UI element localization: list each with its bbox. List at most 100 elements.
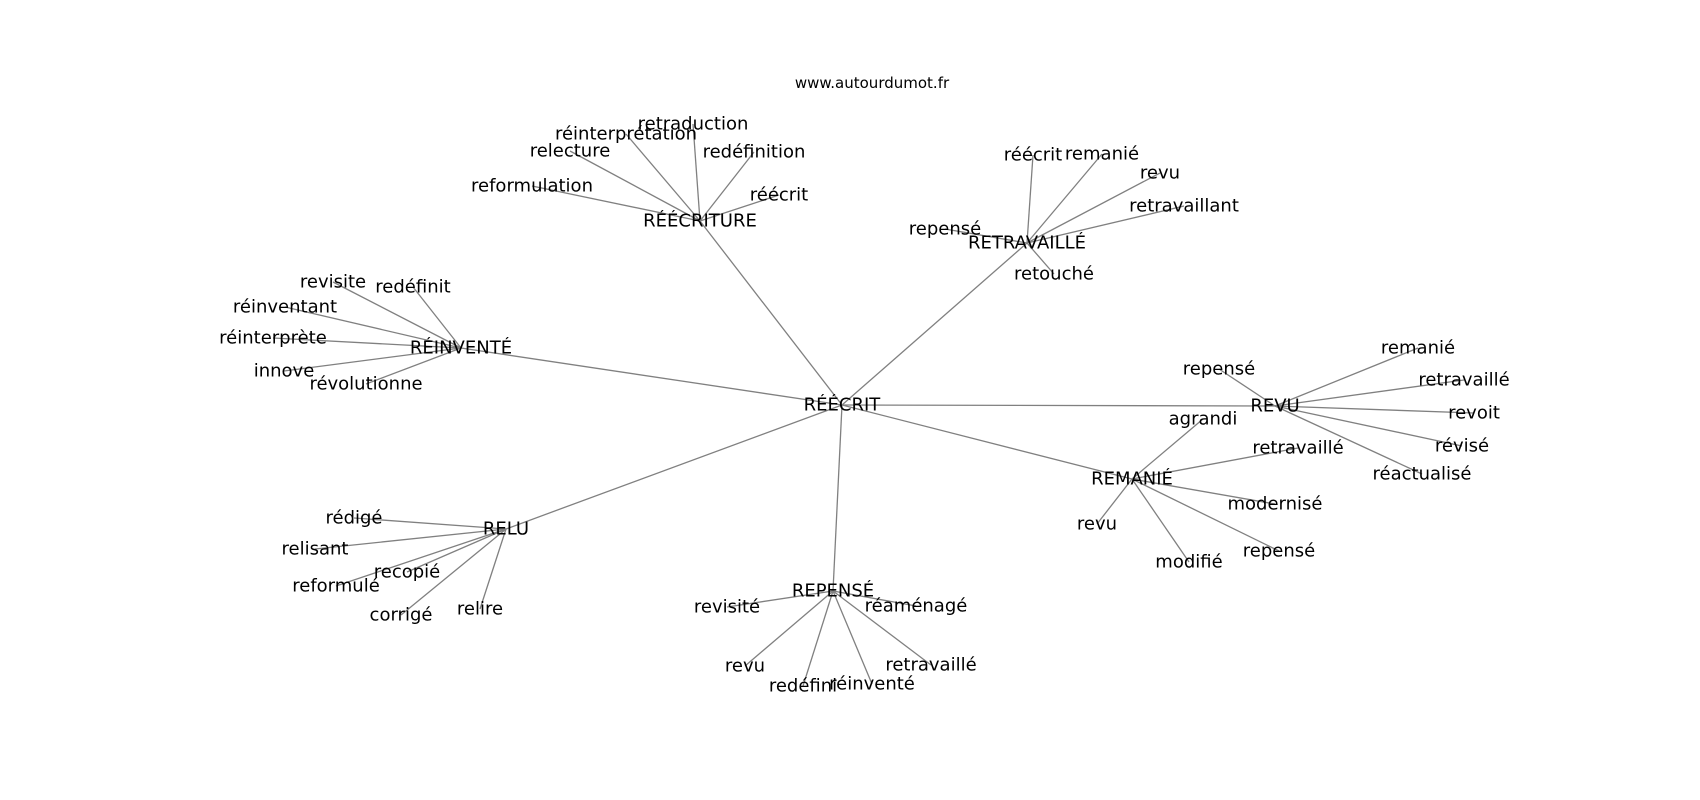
edge-hub-leaf — [1026, 205, 1185, 244]
leaf-node[interactable]: réinventant — [233, 297, 337, 318]
edge-hub-leaf — [1274, 347, 1419, 407]
leaf-node[interactable]: réécrit — [1004, 145, 1063, 166]
leaf-node[interactable]: retouché — [1014, 264, 1094, 285]
edge-hub-leaf — [353, 517, 507, 530]
edge-hub-leaf — [832, 590, 873, 685]
leaf-node[interactable]: redéfinition — [703, 142, 806, 163]
leaf-node[interactable]: modifié — [1155, 552, 1222, 573]
edge-hub-leaf — [272, 337, 462, 349]
leaf-node[interactable]: revoit — [1448, 403, 1500, 424]
leaf-node[interactable]: réactualisé — [1373, 464, 1472, 485]
edge-hub-leaf — [365, 347, 462, 385]
edge-root-hub — [460, 347, 843, 406]
leaf-node[interactable]: relisant — [282, 539, 349, 560]
leaf-node[interactable]: réécrit — [750, 185, 809, 206]
edge-root-hub — [841, 404, 1133, 480]
edge-hub-leaf — [400, 528, 507, 616]
leaf-node[interactable]: repensé — [1183, 359, 1255, 380]
edge-hub-leaf — [1274, 405, 1475, 414]
edge-hub-leaf — [744, 590, 834, 667]
edge-hub-leaf — [699, 151, 755, 222]
leaf-node[interactable]: revisite — [300, 272, 366, 293]
edge-hub-leaf — [625, 133, 701, 222]
leaf-node[interactable]: redéfini — [769, 676, 837, 697]
source-credit: www.autourdumot.fr — [795, 74, 950, 92]
edge-hub-leaf — [283, 347, 462, 372]
leaf-node[interactable]: revu — [725, 656, 765, 677]
edge-hub-leaf — [314, 528, 507, 550]
leaf-node[interactable]: retravaillé — [1252, 438, 1343, 459]
edge-hub-leaf — [1218, 368, 1276, 407]
graph-edges — [272, 123, 1475, 687]
edge-root-hub — [841, 404, 1276, 407]
leaf-node[interactable]: réinterprétation — [555, 124, 697, 145]
leaf-node[interactable]: révisé — [1435, 436, 1489, 457]
edge-hub-leaf — [726, 590, 834, 608]
edge-hub-leaf — [335, 528, 507, 587]
edge-hub-leaf — [284, 306, 462, 349]
edge-hub-leaf — [1131, 418, 1204, 480]
edge-hub-leaf — [531, 185, 701, 222]
edge-hub-leaf — [406, 528, 507, 573]
hub-node[interactable]: REPENSÉ — [792, 580, 874, 602]
leaf-node[interactable]: modernisé — [1228, 494, 1323, 515]
edge-hub-leaf — [1026, 154, 1034, 244]
leaf-node[interactable]: redéfinit — [375, 277, 450, 298]
hub-node[interactable]: REVU — [1250, 396, 1299, 417]
leaf-node[interactable]: révolutionne — [309, 374, 422, 395]
hub-node[interactable]: RÉÉCRITURE — [643, 210, 757, 232]
leaf-node[interactable]: retravaillé — [1418, 370, 1509, 391]
edge-hub-leaf — [1274, 405, 1463, 447]
hub-node[interactable]: RETRAVAILLÉ — [968, 232, 1086, 254]
edge-hub-leaf — [479, 528, 507, 610]
edge-hub-leaf — [1274, 405, 1423, 475]
leaf-node[interactable]: recopié — [374, 562, 441, 583]
leaf-node[interactable]: réinventé — [829, 674, 915, 695]
hub-node[interactable]: RÉINVENTÉ — [410, 337, 512, 359]
leaf-node[interactable]: revu — [1140, 163, 1180, 184]
edge-hub-leaf — [332, 281, 462, 349]
edge-hub-leaf — [1131, 447, 1299, 480]
edge-root-hub — [832, 404, 843, 592]
leaf-node[interactable]: agrandi — [1169, 409, 1238, 430]
edge-hub-leaf — [1131, 478, 1190, 563]
edge-hub-leaf — [944, 228, 1028, 244]
hub-node[interactable]: RELU — [483, 519, 529, 540]
graph-nodes: RÉÉCRIT RÉÉCRITURE retraductionréinterprét… — [219, 114, 1510, 697]
edge-hub-leaf — [1131, 478, 1280, 552]
leaf-node[interactable]: rédigé — [325, 508, 382, 529]
leaf-node[interactable]: retravaillant — [1129, 196, 1239, 217]
edge-hub-leaf — [569, 150, 701, 222]
hub-node[interactable]: REMANIÉ — [1091, 468, 1173, 490]
leaf-node[interactable]: repensé — [1243, 541, 1315, 562]
root-node[interactable]: RÉÉCRIT — [804, 394, 882, 416]
edge-root-hub — [699, 220, 843, 406]
edge-hub-leaf — [699, 194, 780, 222]
leaf-node[interactable]: repensé — [909, 219, 981, 240]
edge-hub-leaf — [1026, 242, 1055, 275]
edge-hub-leaf — [1026, 153, 1103, 244]
leaf-node[interactable]: relire — [457, 599, 503, 620]
leaf-node[interactable]: reformulé — [292, 576, 380, 597]
leaf-node[interactable]: corrigé — [370, 605, 433, 626]
edge-hub-leaf — [832, 590, 917, 607]
edge-hub-leaf — [832, 590, 932, 666]
edge-hub-leaf — [692, 123, 701, 222]
leaf-node[interactable]: réaménagé — [865, 596, 968, 617]
leaf-node[interactable]: retravaillé — [885, 655, 976, 676]
leaf-node[interactable]: reformulation — [471, 176, 593, 197]
leaf-node[interactable]: remanié — [1065, 144, 1139, 165]
leaf-node[interactable]: revu — [1077, 514, 1117, 535]
leaf-node[interactable]: retraduction — [638, 114, 749, 135]
edge-hub-leaf — [1096, 478, 1133, 525]
leaf-node[interactable]: relecture — [530, 141, 611, 162]
leaf-node[interactable]: réinterprète — [219, 328, 327, 349]
edge-root-hub — [841, 242, 1028, 406]
edge-hub-leaf — [1131, 478, 1276, 505]
leaf-node[interactable]: remanié — [1381, 338, 1455, 359]
edge-hub-leaf — [802, 590, 834, 687]
leaf-node[interactable]: innove — [254, 361, 315, 382]
leaf-node[interactable]: revisité — [694, 597, 760, 618]
edge-hub-leaf — [1274, 379, 1465, 407]
edge-hub-leaf — [1026, 172, 1161, 244]
